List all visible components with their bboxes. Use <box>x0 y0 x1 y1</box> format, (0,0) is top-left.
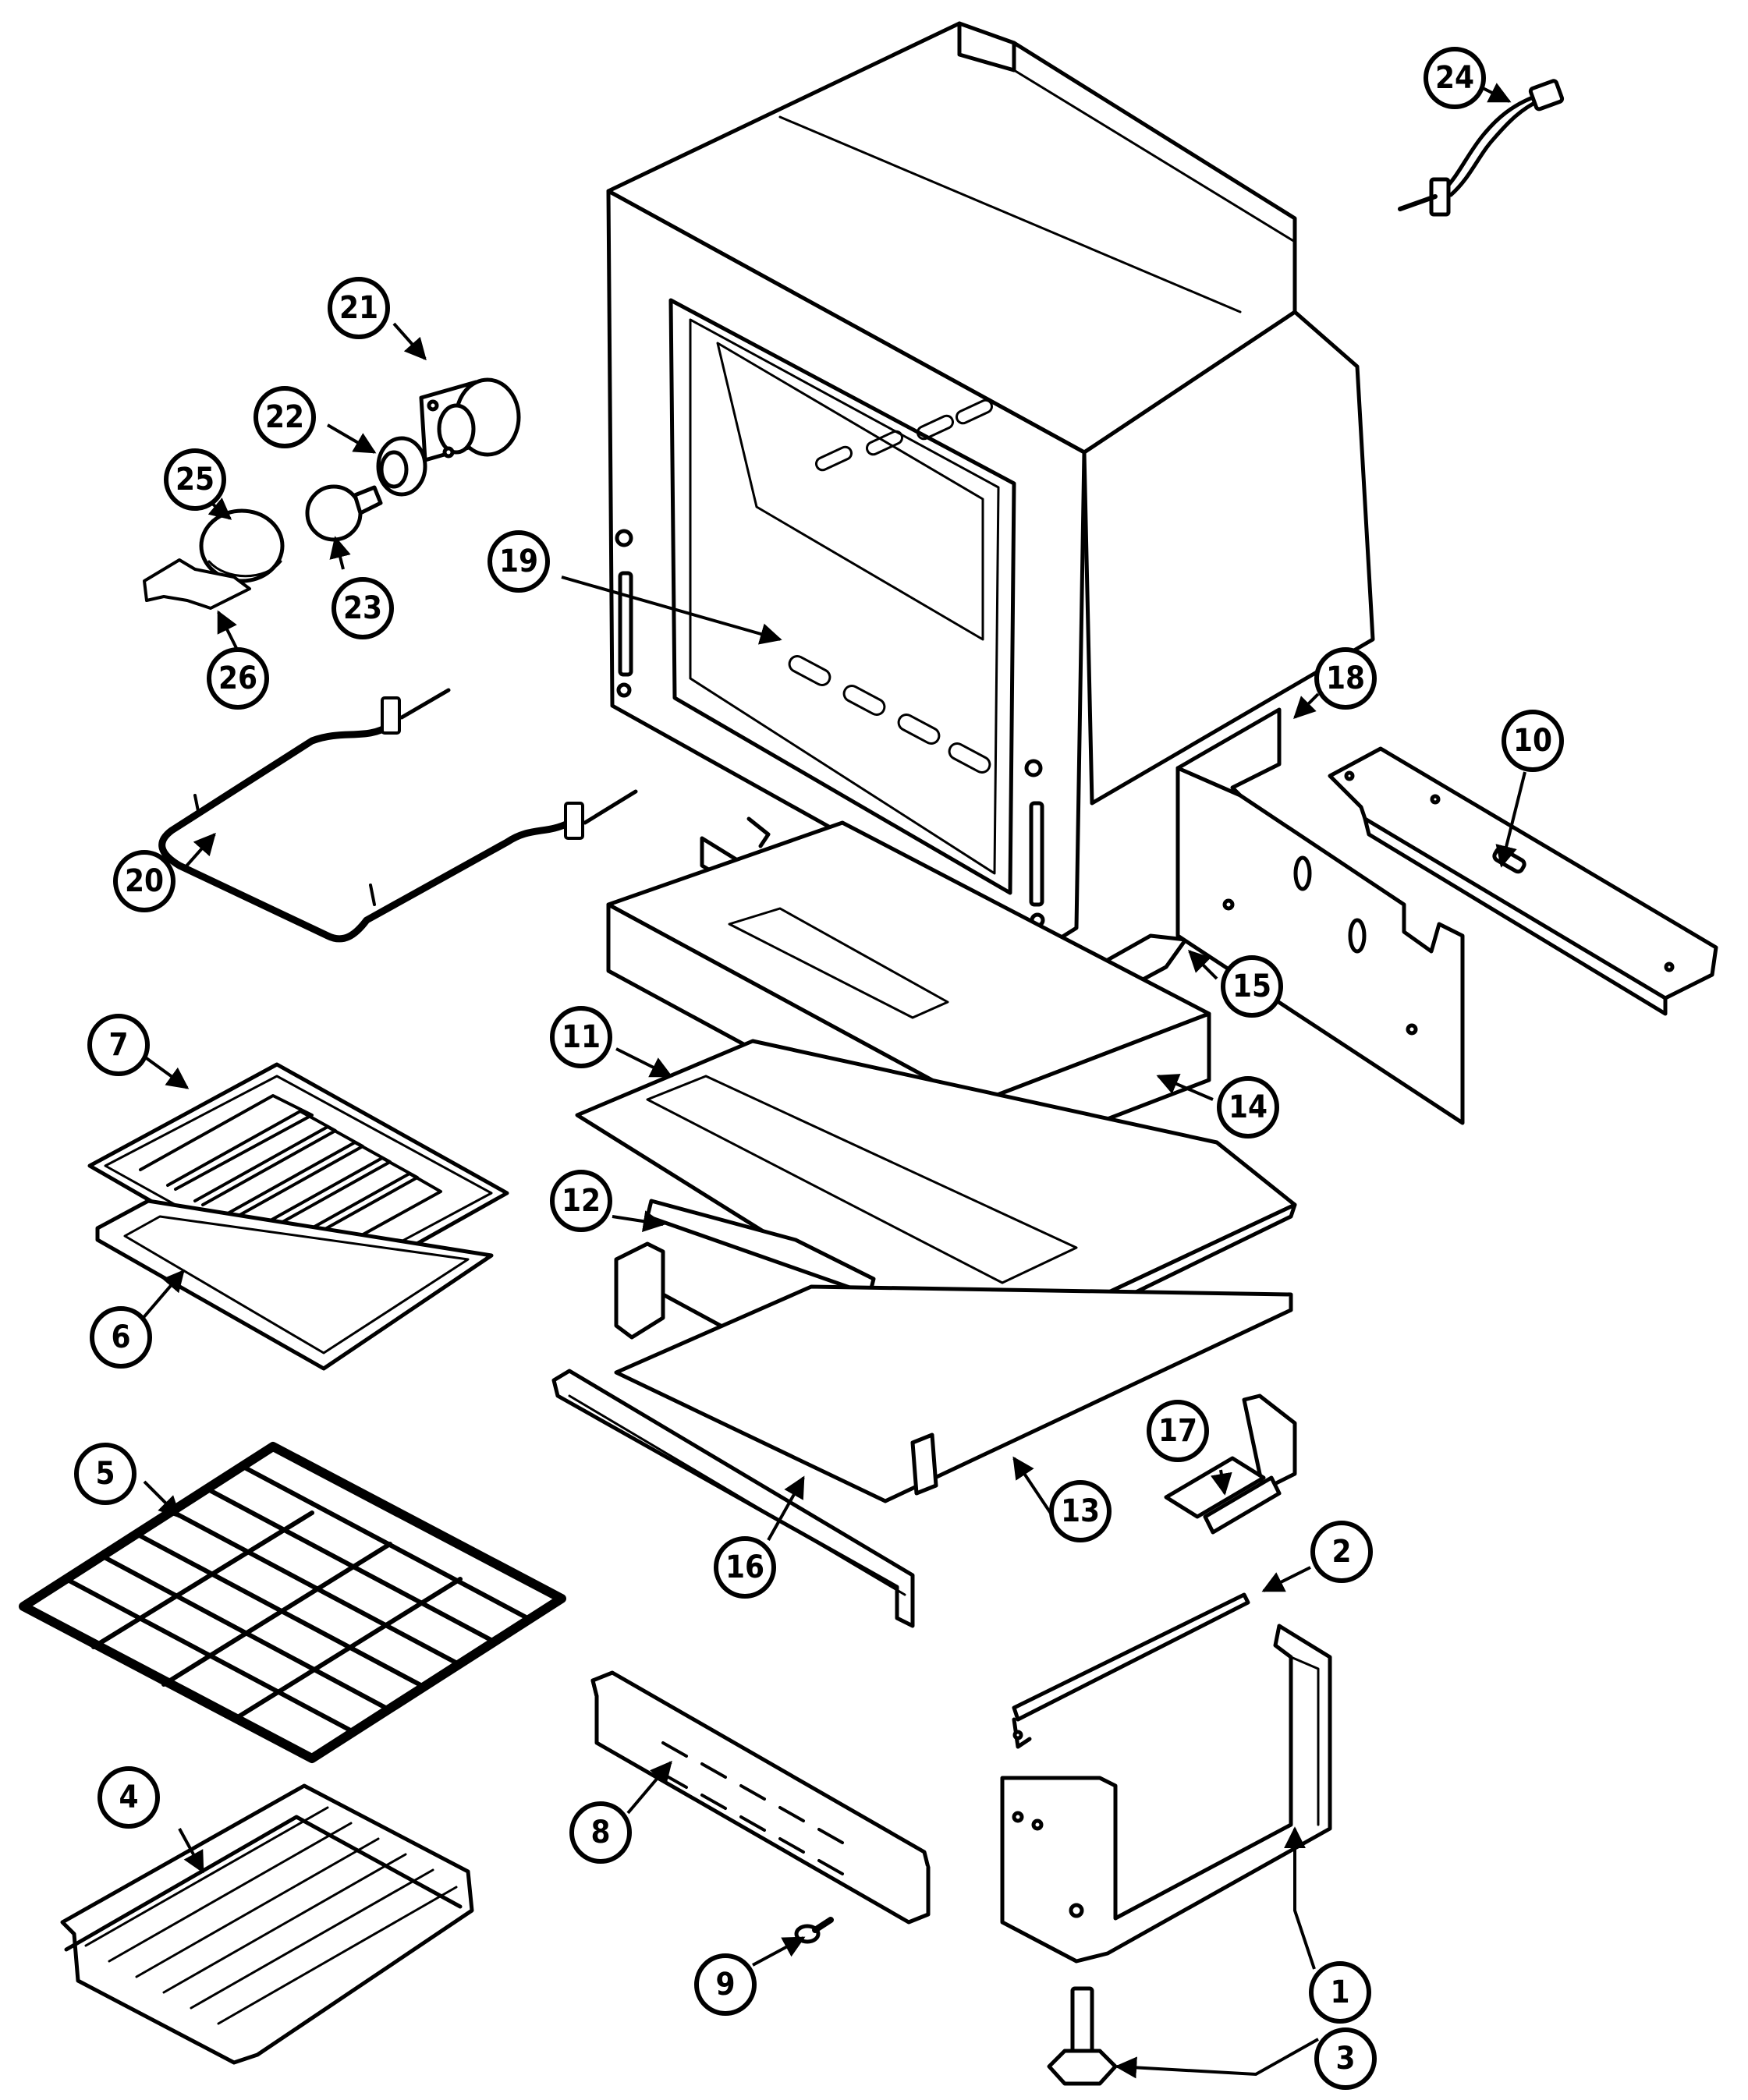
svg-text:15: 15 <box>1232 969 1271 1004</box>
svg-text:10: 10 <box>1513 723 1552 759</box>
svg-text:25: 25 <box>176 462 215 498</box>
light-socket <box>376 436 427 497</box>
svg-text:24: 24 <box>1435 60 1474 96</box>
oven-side-panel <box>1175 707 1465 1125</box>
callout-5: 5 <box>74 1443 137 1505</box>
svg-text:20: 20 <box>125 863 164 899</box>
bottom-panel <box>614 1284 1293 1503</box>
svg-text:6: 6 <box>111 1319 130 1355</box>
svg-text:13: 13 <box>1061 1493 1100 1529</box>
leveling-leg <box>1047 1986 1118 2086</box>
callout-20: 20 <box>113 850 176 912</box>
callout-25: 25 <box>164 448 226 511</box>
callout-9: 9 <box>694 1953 757 2016</box>
upper-bracket <box>1012 1592 1250 1749</box>
callout-2: 2 <box>1310 1521 1373 1583</box>
light-lens-cover <box>199 508 285 583</box>
svg-text:23: 23 <box>343 590 382 626</box>
callout-23: 23 <box>332 577 394 639</box>
callout-21: 21 <box>328 277 390 339</box>
callout-17: 17 <box>1147 1400 1209 1462</box>
callout-1: 1 <box>1309 1961 1371 2024</box>
svg-text:3: 3 <box>1335 2041 1355 2077</box>
broil-rack <box>60 1783 474 2065</box>
callout-4: 4 <box>98 1766 160 1829</box>
temperature-sensor <box>1398 79 1565 217</box>
rear-vent-plate <box>590 1670 931 1925</box>
callout-3: 3 <box>1314 2027 1377 2090</box>
callout-16: 16 <box>714 1536 776 1599</box>
callout-8: 8 <box>569 1801 632 1864</box>
callout-26: 26 <box>207 647 269 710</box>
light-gasket <box>143 558 251 610</box>
svg-text:22: 22 <box>265 399 304 435</box>
broiler-pan <box>95 1199 494 1371</box>
svg-text:1: 1 <box>1330 1974 1349 2010</box>
callout-15: 15 <box>1221 955 1283 1018</box>
light-bulb <box>305 484 383 542</box>
callout-7: 7 <box>87 1014 150 1076</box>
svg-text:14: 14 <box>1229 1089 1268 1125</box>
svg-text:5: 5 <box>95 1456 115 1492</box>
svg-text:16: 16 <box>725 1549 764 1585</box>
callout-14: 14 <box>1217 1076 1279 1139</box>
svg-text:26: 26 <box>218 660 257 696</box>
svg-text:17: 17 <box>1158 1413 1197 1449</box>
svg-text:21: 21 <box>339 290 378 326</box>
leader-lines <box>135 83 1526 2079</box>
svg-text:4: 4 <box>119 1780 138 1815</box>
callout-12: 12 <box>550 1170 612 1232</box>
oven-cavity <box>606 21 1375 950</box>
svg-text:19: 19 <box>499 544 538 579</box>
svg-text:2: 2 <box>1331 1534 1351 1570</box>
callout-6: 6 <box>90 1306 152 1369</box>
svg-text:7: 7 <box>108 1027 128 1063</box>
callout-22: 22 <box>254 386 316 448</box>
svg-text:12: 12 <box>562 1183 601 1219</box>
callout-10: 10 <box>1502 710 1564 772</box>
callout-18: 18 <box>1314 647 1377 710</box>
callout-24: 24 <box>1424 47 1486 109</box>
svg-text:18: 18 <box>1326 660 1365 696</box>
oven-rack <box>19 1442 566 1763</box>
front-trim-strip <box>551 1369 915 1628</box>
svg-text:9: 9 <box>715 1967 735 2003</box>
bake-element <box>158 688 638 943</box>
svg-text:11: 11 <box>562 1019 601 1055</box>
lower-frame <box>1000 1624 1332 1964</box>
svg-text:8: 8 <box>590 1815 610 1850</box>
callout-11: 11 <box>550 1006 612 1068</box>
oven-light-housing <box>419 377 521 462</box>
callout-19: 19 <box>488 530 550 593</box>
callout-13: 13 <box>1049 1480 1112 1542</box>
